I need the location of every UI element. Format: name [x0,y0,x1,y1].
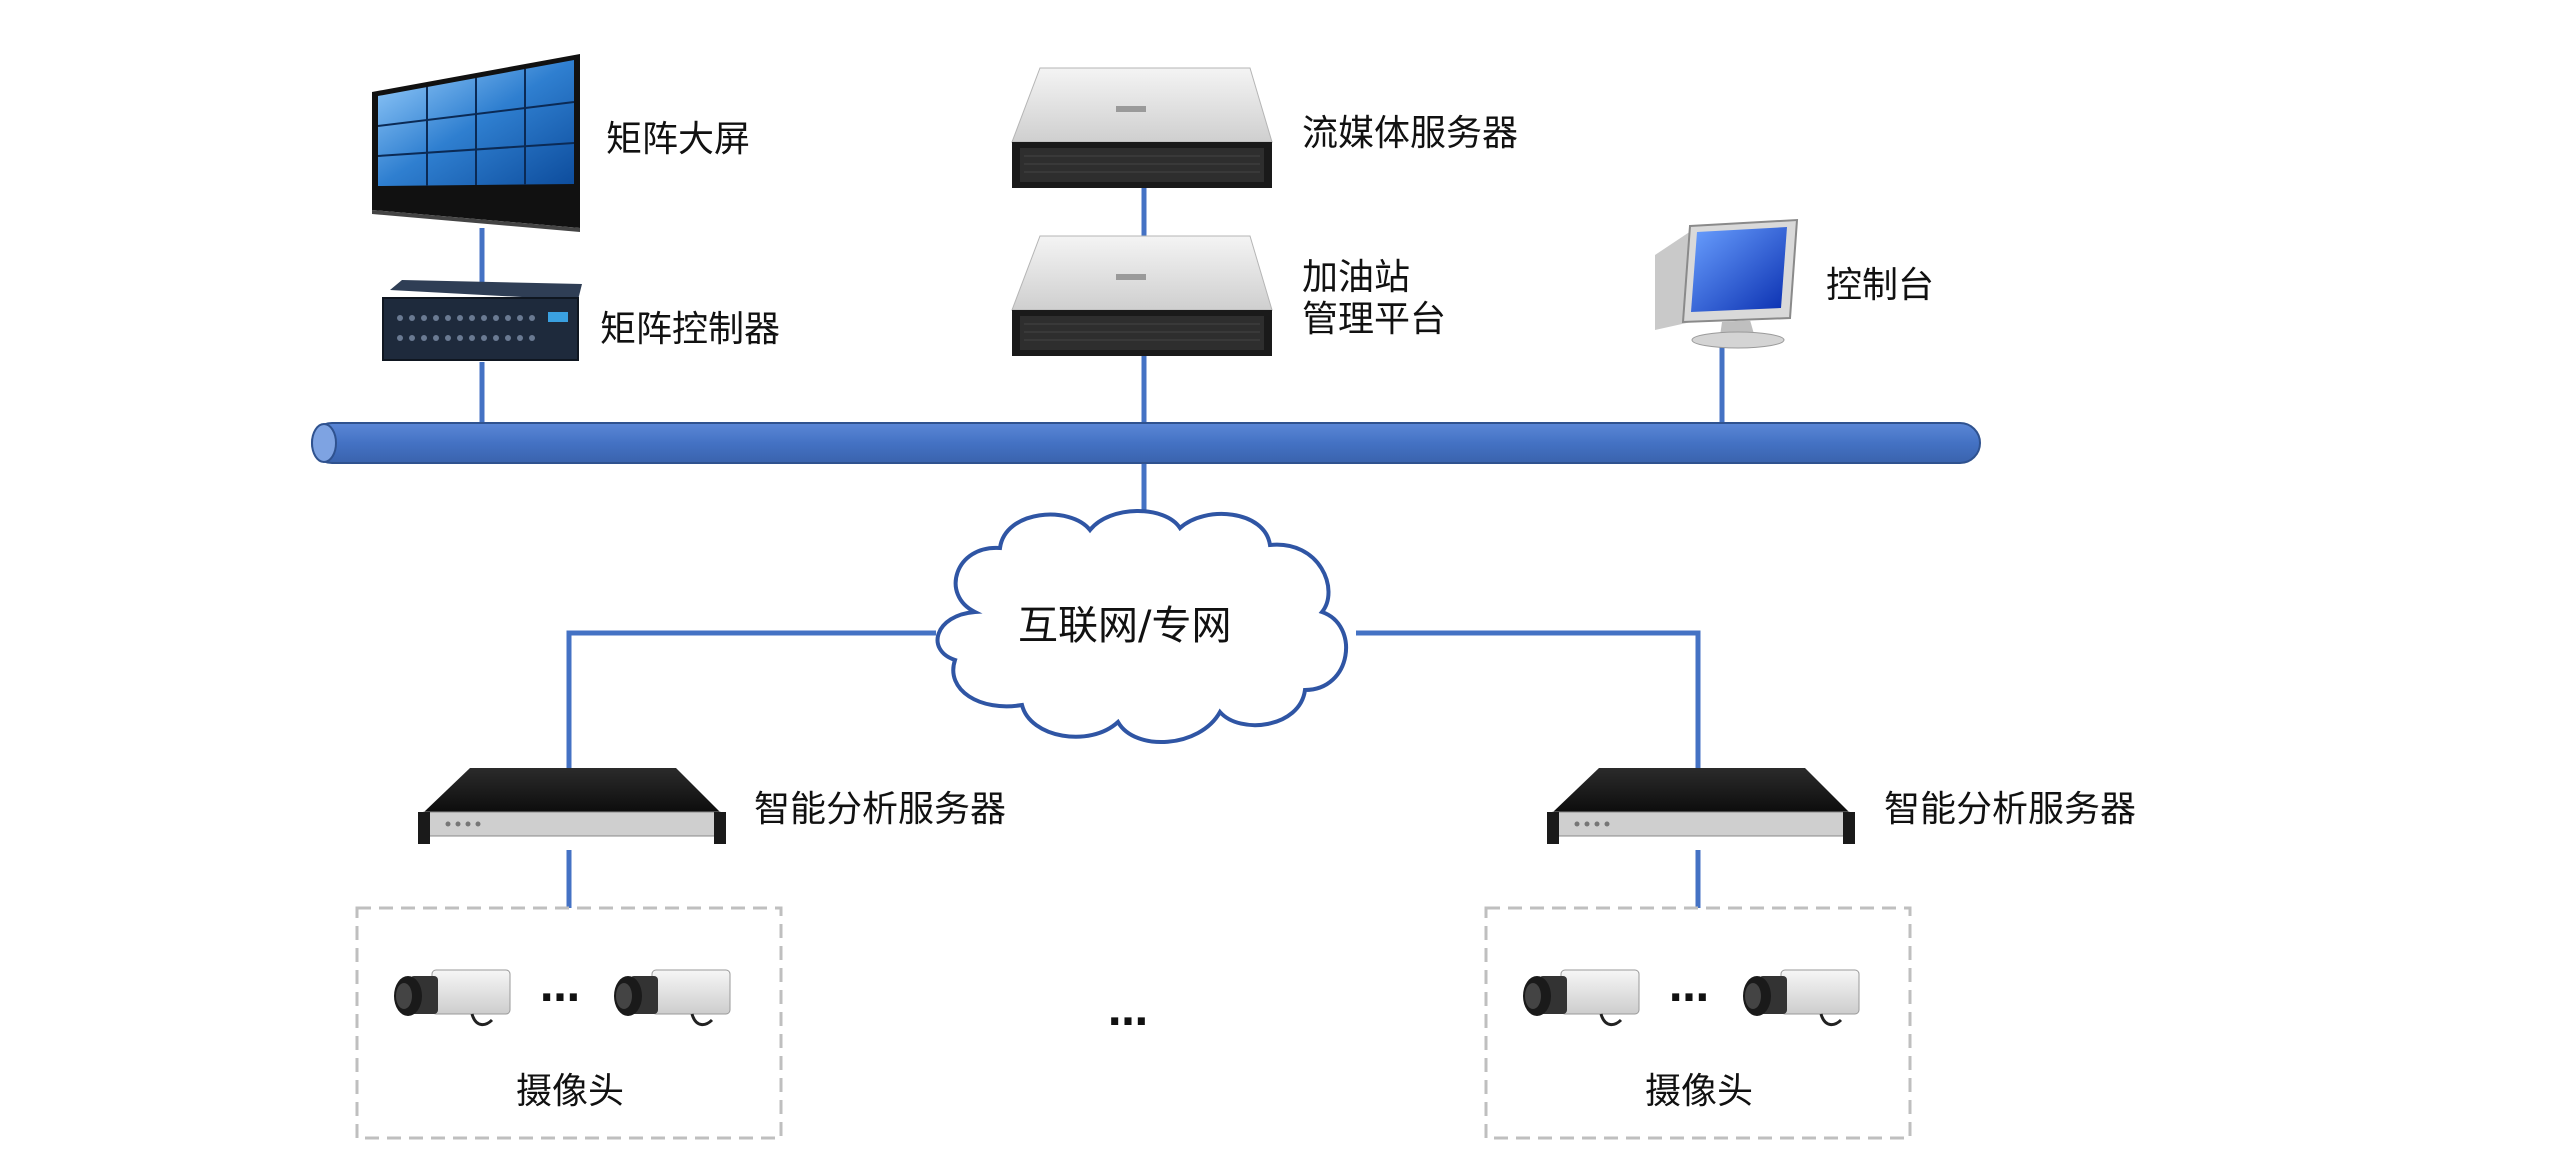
ellipsis-cameras-left: … [540,965,580,1011]
label-analysis-server-right: 智能分析服务器 [1884,789,2137,830]
label-analysis-server-left: 智能分析服务器 [754,789,1007,830]
monitor-icon [1655,218,1799,349]
1u-server-icon-right [1547,768,1855,844]
label-platform-line2: 管理平台 [1302,299,1447,340]
label-network: 互联网/专网 [1018,603,1232,649]
label-platform-line1: 加油站 [1302,257,1411,298]
1u-server-icon-left [418,768,726,844]
ellipsis-cameras-right: … [1669,965,1709,1011]
box-camera-icon [1523,969,1640,1026]
label-matrix-controller: 矩阵控制器 [600,309,781,350]
link-cloud-right-server [1356,630,1701,770]
network-cloud-icon [935,509,1348,744]
box-camera-icon [614,969,731,1026]
camera-group-right-box [1484,906,1912,1140]
video-wall-icon [372,54,580,232]
label-camera-group-right: 摄像头 [1645,1071,1754,1112]
connection-lines [479,186,1725,908]
label-streaming-server: 流媒体服务器 [1302,113,1519,154]
label-camera-group-left: 摄像头 [516,1071,625,1112]
box-camera-icon [394,969,511,1026]
matrix-controller-icon [382,280,582,361]
ellipsis-middle: … [1108,989,1148,1035]
camera-group-left-box [355,906,783,1140]
box-camera-icon [1743,969,1860,1026]
network-bus [311,422,1981,464]
label-console: 控制台 [1826,265,1935,306]
link-cloud-left-server [566,630,936,770]
rack-server-icon-platform [1011,235,1273,356]
label-matrix-screen: 矩阵大屏 [606,119,751,160]
rack-server-icon [1011,67,1273,188]
